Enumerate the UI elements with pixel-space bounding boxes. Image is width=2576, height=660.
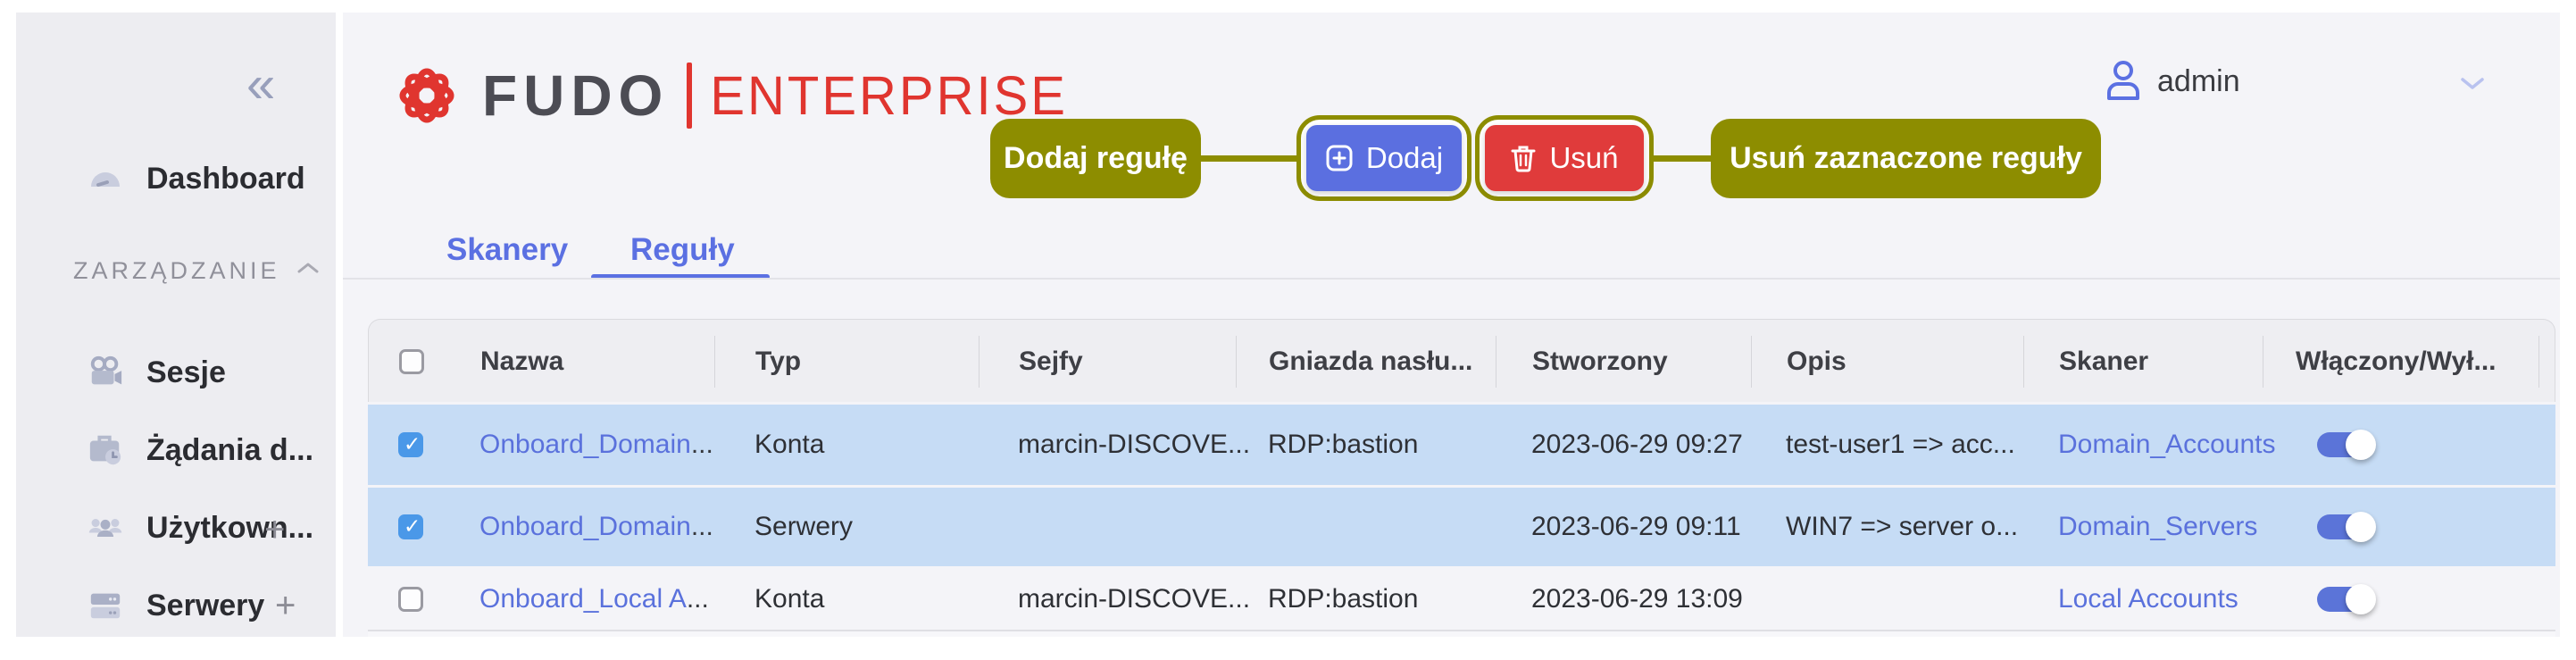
sidebar-collapse-button[interactable]: « bbox=[246, 55, 276, 113]
cell-stworzony: 2023-06-29 09:11 bbox=[1531, 512, 1741, 541]
person-icon bbox=[2104, 59, 2143, 102]
sidebar-item-label: Użytkown... bbox=[146, 510, 314, 545]
sidebar-item-label: Żądania d... bbox=[146, 432, 314, 467]
cell-typ: Serwery bbox=[754, 512, 854, 541]
toggle-knob bbox=[2346, 512, 2376, 542]
section-label: ZARZĄDZANIE bbox=[73, 257, 280, 284]
chevron-down-icon bbox=[2459, 75, 2486, 91]
cell-opis: test-user1 => acc... bbox=[1786, 430, 2015, 459]
enabled-toggle[interactable] bbox=[2317, 512, 2376, 542]
column-separator bbox=[714, 336, 715, 388]
chevron-up-icon bbox=[296, 261, 320, 275]
cell-typ: Konta bbox=[754, 584, 825, 614]
add-server-button[interactable]: + bbox=[275, 586, 296, 625]
briefcase-clock-icon bbox=[88, 432, 123, 468]
column-separator bbox=[1751, 336, 1752, 388]
add-button[interactable]: Dodaj bbox=[1306, 125, 1462, 191]
scanner-link[interactable]: Local Accounts bbox=[2058, 584, 2238, 614]
sidebar: « Dashboard ZARZĄDZANIE bbox=[16, 13, 336, 637]
sidebar-item-serwery[interactable]: Serwery + bbox=[16, 577, 336, 634]
fudo-knot-icon bbox=[391, 60, 463, 131]
active-tab-underline bbox=[591, 274, 770, 280]
brand-divider bbox=[687, 63, 693, 129]
sidebar-item-sesje[interactable]: Sesje bbox=[16, 344, 336, 401]
tab-reguly[interactable]: Reguły bbox=[630, 232, 735, 267]
cell-typ: Konta bbox=[754, 430, 825, 459]
annotation-add-rule: Dodaj regułę bbox=[990, 119, 1201, 198]
column-header-gniazda: Gniazda nasłu... bbox=[1269, 347, 1473, 376]
rule-name-link[interactable]: Onboard_Domain... bbox=[479, 512, 713, 541]
select-all-checkbox[interactable] bbox=[399, 349, 424, 374]
annotation-connector bbox=[1652, 155, 1712, 162]
users-icon bbox=[88, 510, 123, 546]
annotation-connector bbox=[1199, 155, 1297, 162]
user-name: admin bbox=[2157, 64, 2240, 98]
row-divider bbox=[368, 630, 2555, 631]
table-header: Nazwa Typ Sejfy Gniazda nasłu... Stworzo… bbox=[368, 319, 2555, 402]
table-row[interactable]: Onboard_Domain... Konta marcin-DISCOVE..… bbox=[368, 405, 2555, 485]
rule-name-link[interactable]: Onboard_Local A... bbox=[479, 584, 709, 614]
scanner-link[interactable]: Domain_Servers bbox=[2058, 512, 2258, 541]
cell-sejfy: marcin-DISCOVE... bbox=[1018, 430, 1251, 459]
toggle-knob bbox=[2346, 430, 2376, 460]
user-menu[interactable]: admin bbox=[2093, 54, 2522, 109]
delete-button[interactable]: Usuń bbox=[1485, 125, 1644, 191]
annotation-delete-rules: Usuń zaznaczone reguły bbox=[1711, 119, 2101, 198]
brand-product: ENTERPRISE bbox=[710, 64, 1068, 127]
column-header-stworzony: Stworzony bbox=[1532, 347, 1668, 376]
plus-square-icon bbox=[1325, 144, 1354, 172]
trash-icon bbox=[1510, 144, 1537, 172]
cell-opis: WIN7 => server o... bbox=[1786, 512, 2019, 541]
gauge-icon bbox=[88, 161, 123, 196]
toggle-knob bbox=[2346, 584, 2376, 614]
sidebar-item-label: Sesje bbox=[146, 355, 226, 389]
add-button-label: Dodaj bbox=[1365, 141, 1444, 174]
row-checkbox[interactable] bbox=[398, 514, 423, 539]
column-header-skaner: Skaner bbox=[2059, 347, 2149, 376]
cell-gniazda: RDP:bastion bbox=[1268, 584, 1419, 614]
row-checkbox[interactable] bbox=[398, 587, 423, 612]
column-separator bbox=[2538, 336, 2539, 388]
tabs-divider bbox=[343, 278, 2560, 280]
enabled-toggle[interactable] bbox=[2317, 430, 2376, 460]
sidebar-section-zarzadzanie[interactable]: ZARZĄDZANIE bbox=[16, 246, 336, 295]
camera-icon bbox=[88, 355, 123, 390]
sidebar-item-label: Serwery bbox=[146, 588, 265, 622]
row-checkbox[interactable] bbox=[398, 432, 423, 457]
brand-logo: FUDO ENTERPRISE bbox=[391, 57, 1068, 134]
column-separator bbox=[1236, 336, 1237, 388]
column-separator bbox=[979, 336, 980, 388]
column-header-wlaczony: Włączony/Wył... bbox=[2296, 347, 2497, 376]
column-header-nazwa: Nazwa bbox=[480, 347, 564, 376]
enabled-toggle[interactable] bbox=[2317, 584, 2376, 614]
cell-stworzony: 2023-06-29 09:27 bbox=[1531, 430, 1743, 459]
rules-table: Nazwa Typ Sejfy Gniazda nasłu... Stworzo… bbox=[368, 319, 2555, 637]
column-header-sejfy: Sejfy bbox=[1019, 347, 1083, 376]
scanner-link[interactable]: Domain_Accounts bbox=[2058, 430, 2276, 459]
cell-sejfy: marcin-DISCOVE... bbox=[1018, 584, 1251, 614]
table-row[interactable]: Onboard_Domain... Serwery 2023-06-29 09:… bbox=[368, 488, 2555, 566]
cell-stworzony: 2023-06-29 13:09 bbox=[1531, 584, 1743, 614]
add-user-button[interactable]: + bbox=[264, 510, 286, 549]
rule-name-link[interactable]: Onboard_Domain... bbox=[479, 430, 713, 459]
column-header-opis: Opis bbox=[1787, 347, 1847, 376]
sidebar-item-dashboard[interactable]: Dashboard bbox=[16, 150, 336, 207]
main-content: FUDO ENTERPRISE admin Dodaj regułę Usuń … bbox=[343, 13, 2560, 637]
tab-skanery[interactable]: Skanery bbox=[446, 232, 569, 267]
table-row[interactable]: Onboard_Local A... Konta marcin-DISCOVE.… bbox=[368, 569, 2555, 630]
delete-button-label: Usuń bbox=[1549, 141, 1619, 174]
sidebar-item-label: Dashboard bbox=[146, 161, 305, 196]
next-row-stub bbox=[368, 631, 2555, 637]
brand-name: FUDO bbox=[482, 63, 670, 128]
column-header-typ: Typ bbox=[755, 347, 802, 376]
column-separator bbox=[2023, 336, 2024, 388]
servers-icon bbox=[88, 588, 123, 623]
sidebar-item-zadania[interactable]: Żądania d... bbox=[16, 422, 336, 479]
sidebar-item-uzytkownicy[interactable]: Użytkown... + bbox=[16, 499, 336, 556]
cell-gniazda: RDP:bastion bbox=[1268, 430, 1419, 459]
